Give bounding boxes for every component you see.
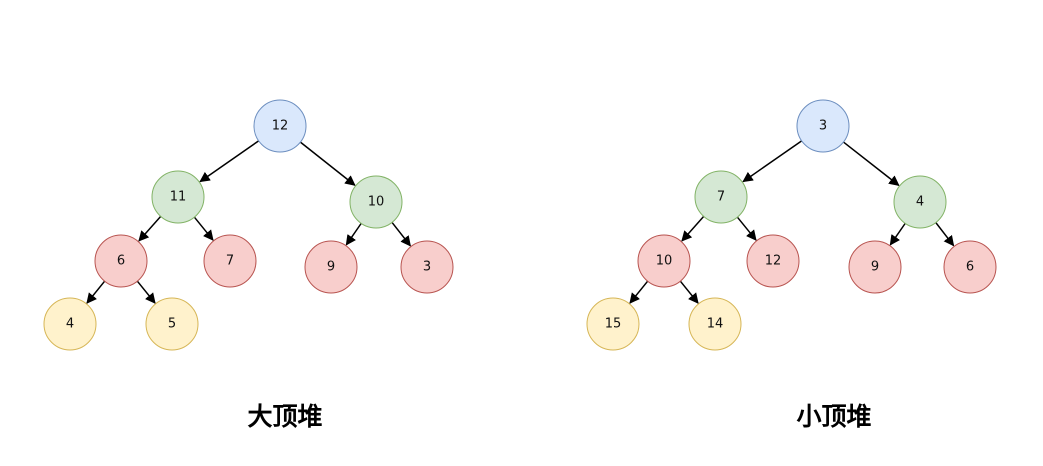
tree-edge-arrow xyxy=(193,216,214,241)
heap-node-circle xyxy=(586,297,640,351)
heap-node: 12 xyxy=(746,234,800,288)
heap-node: 7 xyxy=(203,234,257,288)
heap-node-value: 11 xyxy=(170,190,187,205)
heap-node-value: 5 xyxy=(168,317,176,332)
heap-node: 5 xyxy=(145,297,199,351)
tree-edge-arrow xyxy=(629,280,649,304)
min-heap-title: 小顶堆 xyxy=(796,402,871,431)
heap-node-circle xyxy=(796,99,850,153)
tree-edge-arrow xyxy=(935,222,955,247)
heap-node: 3 xyxy=(796,99,850,153)
heap-node-circle xyxy=(694,170,748,224)
heap-node: 10 xyxy=(349,175,403,229)
heap-node-value: 6 xyxy=(966,260,974,275)
heap-node-value: 7 xyxy=(226,254,234,269)
tree-edge-arrow xyxy=(889,222,906,246)
heap-node-value: 12 xyxy=(272,119,289,134)
max-heap-edges xyxy=(86,140,411,304)
heap-node-circle xyxy=(203,234,257,288)
min-heap-edges xyxy=(629,140,955,304)
heap-node: 3 xyxy=(400,240,454,294)
tree-edge-arrow xyxy=(136,280,156,304)
heap-node: 4 xyxy=(893,175,947,229)
heap-node-circle xyxy=(400,240,454,294)
heap-node-circle xyxy=(94,234,148,288)
max-heap-title: 大顶堆 xyxy=(247,402,322,431)
heap-node-circle xyxy=(848,240,902,294)
max-heap-nodes: 12 11 10 6 7 9 3 4 5 xyxy=(43,99,454,351)
heap-node: 4 xyxy=(43,297,97,351)
heap-node: 6 xyxy=(94,234,148,288)
heap-node: 12 xyxy=(253,99,307,153)
tree-edge-arrow xyxy=(679,280,699,304)
heap-node-value: 3 xyxy=(819,119,827,134)
tree-edge-arrow xyxy=(391,221,411,247)
heap-node: 9 xyxy=(304,240,358,294)
tree-edge-arrow xyxy=(345,222,362,246)
heap-node-circle xyxy=(349,175,403,229)
min-heap-tree: 3 7 4 10 12 9 6 15 14 小顶堆 xyxy=(586,99,997,431)
heap-node-value: 4 xyxy=(916,195,924,210)
heap-node-circle xyxy=(637,234,691,288)
heap-node-circle xyxy=(943,240,997,294)
heap-node-circle xyxy=(746,234,800,288)
tree-edge-arrow xyxy=(843,141,900,186)
heap-node-circle xyxy=(688,297,742,351)
heap-node-value: 7 xyxy=(717,190,725,205)
tree-edge-arrow xyxy=(299,141,356,186)
heap-node-circle xyxy=(893,175,947,229)
heap-node-value: 14 xyxy=(707,317,724,332)
heap-node-value: 3 xyxy=(423,260,431,275)
heap-node-value: 10 xyxy=(368,195,385,210)
heap-node: 9 xyxy=(848,240,902,294)
tree-edge-arrow xyxy=(681,215,705,242)
max-heap-tree: 12 11 10 6 7 9 3 4 5 大顶堆 xyxy=(43,99,454,431)
heap-node-circle xyxy=(145,297,199,351)
heap-node-value: 9 xyxy=(327,260,335,275)
min-heap-nodes: 3 7 4 10 12 9 6 15 14 xyxy=(586,99,997,351)
heap-node-circle xyxy=(151,170,205,224)
heap-node-value: 12 xyxy=(765,254,782,269)
heap-node: 11 xyxy=(151,170,205,224)
tree-edge-arrow xyxy=(199,140,260,183)
heap-node: 14 xyxy=(688,297,742,351)
heap-node-value: 9 xyxy=(871,260,879,275)
tree-edge-arrow xyxy=(86,280,106,304)
heap-node-value: 6 xyxy=(117,254,125,269)
heap-node: 6 xyxy=(943,240,997,294)
heap-node: 10 xyxy=(637,234,691,288)
tree-edge-arrow xyxy=(742,140,803,183)
heap-node-value: 10 xyxy=(656,254,673,269)
tree-edge-arrow xyxy=(138,215,162,242)
heap-node-circle xyxy=(43,297,97,351)
heap-node: 15 xyxy=(586,297,640,351)
tree-edge-arrow xyxy=(736,216,757,241)
heap-node: 7 xyxy=(694,170,748,224)
heap-node-circle xyxy=(253,99,307,153)
heap-node-value: 4 xyxy=(66,317,74,332)
heap-node-circle xyxy=(304,240,358,294)
heap-node-value: 15 xyxy=(605,317,622,332)
